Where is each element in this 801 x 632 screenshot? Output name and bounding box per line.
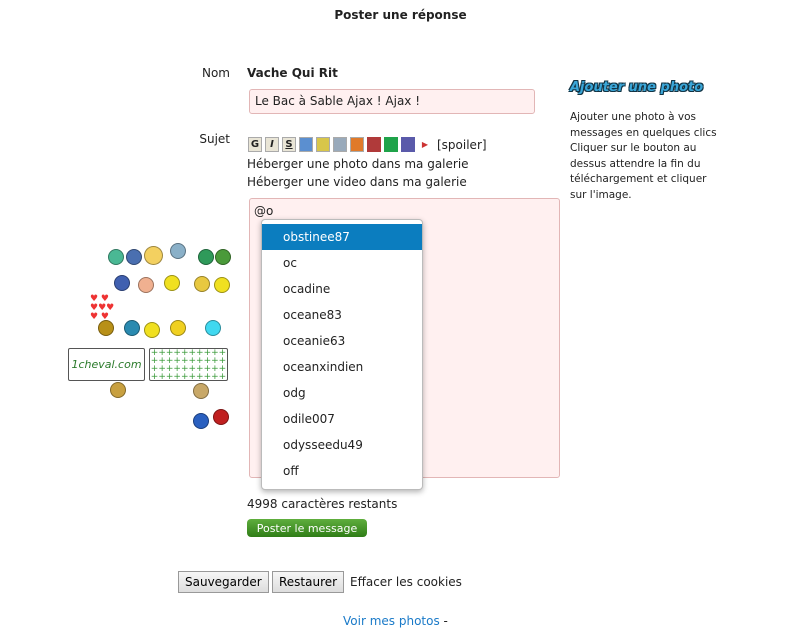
bold-button[interactable]: G	[248, 137, 262, 152]
autocomplete-item[interactable]: odysseedu49	[283, 438, 363, 452]
sign-smiley[interactable]: ++++++++++++++++++++++++++++++++++++++++	[149, 348, 228, 381]
post-message-button[interactable]: Poster le message	[247, 519, 367, 537]
smiley-icon[interactable]	[170, 320, 186, 336]
smiley-icon[interactable]	[193, 413, 209, 429]
restore-button[interactable]: Restaurer	[272, 571, 345, 593]
name-label: Nom	[201, 66, 230, 80]
image-icon[interactable]	[316, 137, 330, 152]
format-toolbar: G I S ▶ [spoiler]	[248, 137, 487, 152]
color-green-button[interactable]	[384, 137, 398, 152]
add-photo-title[interactable]: Ajouter une photo	[570, 80, 704, 95]
add-photo-panel: Ajouter une photo Ajouter une photo à vo…	[570, 80, 730, 203]
clear-cookies-link[interactable]: Effacer les cookies	[350, 575, 462, 589]
autocomplete-item[interactable]: oceane83	[283, 308, 342, 322]
smiley-icon[interactable]	[205, 320, 221, 336]
smiley-icon[interactable]	[214, 277, 230, 293]
autocomplete-item[interactable]: obstinee87	[262, 224, 422, 250]
host-photo-link[interactable]: Héberger une photo dans ma galerie	[247, 157, 469, 171]
autocomplete-item[interactable]: oceanxindien	[283, 360, 364, 374]
message-text: @o	[254, 204, 274, 218]
sign-smiley[interactable]: 1cheval.com	[68, 348, 145, 381]
hearts-icon: ♥ ♥♥♥♥♥ ♥	[90, 294, 115, 322]
link-icon[interactable]	[299, 137, 313, 152]
smiley-icon[interactable]	[126, 249, 142, 265]
smiley-icon[interactable]	[194, 276, 210, 292]
name-value: Vache Qui Rit	[247, 66, 338, 80]
save-button[interactable]: Sauvegarder	[178, 571, 269, 593]
italic-button[interactable]: I	[265, 137, 279, 152]
smiley-icon[interactable]	[144, 246, 163, 265]
smiley-icon[interactable]	[98, 320, 114, 336]
smiley-icon[interactable]	[170, 243, 186, 259]
color-blue-button[interactable]	[401, 137, 415, 152]
smiley-icon[interactable]	[215, 249, 231, 265]
smiley-icon[interactable]	[144, 322, 160, 338]
my-photos-link[interactable]: Voir mes photos	[343, 614, 440, 628]
autocomplete-item[interactable]: odg	[283, 386, 306, 400]
autocomplete-item[interactable]: oc	[283, 256, 297, 270]
smiley-icon[interactable]	[114, 275, 130, 291]
smiley-icon[interactable]	[110, 382, 126, 398]
video-icon[interactable]	[350, 137, 364, 152]
subject-input[interactable]: Le Bac à Sable Ajax ! Ajax !	[249, 89, 535, 114]
autocomplete-item[interactable]: odile007	[283, 412, 335, 426]
autocomplete-item[interactable]: off	[283, 464, 299, 478]
smiley-icon[interactable]	[124, 320, 140, 336]
page-title: Poster une réponse	[334, 8, 467, 22]
host-video-link[interactable]: Héberger une video dans ma galerie	[247, 175, 467, 189]
photo-icon[interactable]	[333, 137, 347, 152]
smiley-icon[interactable]	[193, 383, 209, 399]
smiley-icon[interactable]	[198, 249, 214, 265]
youtube-icon[interactable]: ▶	[418, 137, 432, 152]
smiley-icon[interactable]	[108, 249, 124, 265]
autocomplete-item[interactable]: ocadine	[283, 282, 331, 296]
subject-label: Sujet	[199, 132, 230, 146]
devil-smiley-icon[interactable]	[213, 409, 229, 425]
autocomplete-item[interactable]: oceanie63	[283, 334, 346, 348]
spoiler-button[interactable]: [spoiler]	[437, 137, 487, 152]
autocomplete-dropdown: obstinee87 oc ocadine oceane83 oceanie63…	[261, 219, 423, 490]
separator: -	[443, 614, 448, 628]
smiley-icon[interactable]	[164, 275, 180, 291]
add-photo-text: Ajouter une photo à vos messages en quel…	[570, 111, 717, 201]
chars-remaining: 4998 caractères restants	[247, 497, 398, 511]
color-red-button[interactable]	[367, 137, 381, 152]
smiley-icon[interactable]	[138, 277, 154, 293]
strike-button[interactable]: S	[282, 137, 296, 152]
